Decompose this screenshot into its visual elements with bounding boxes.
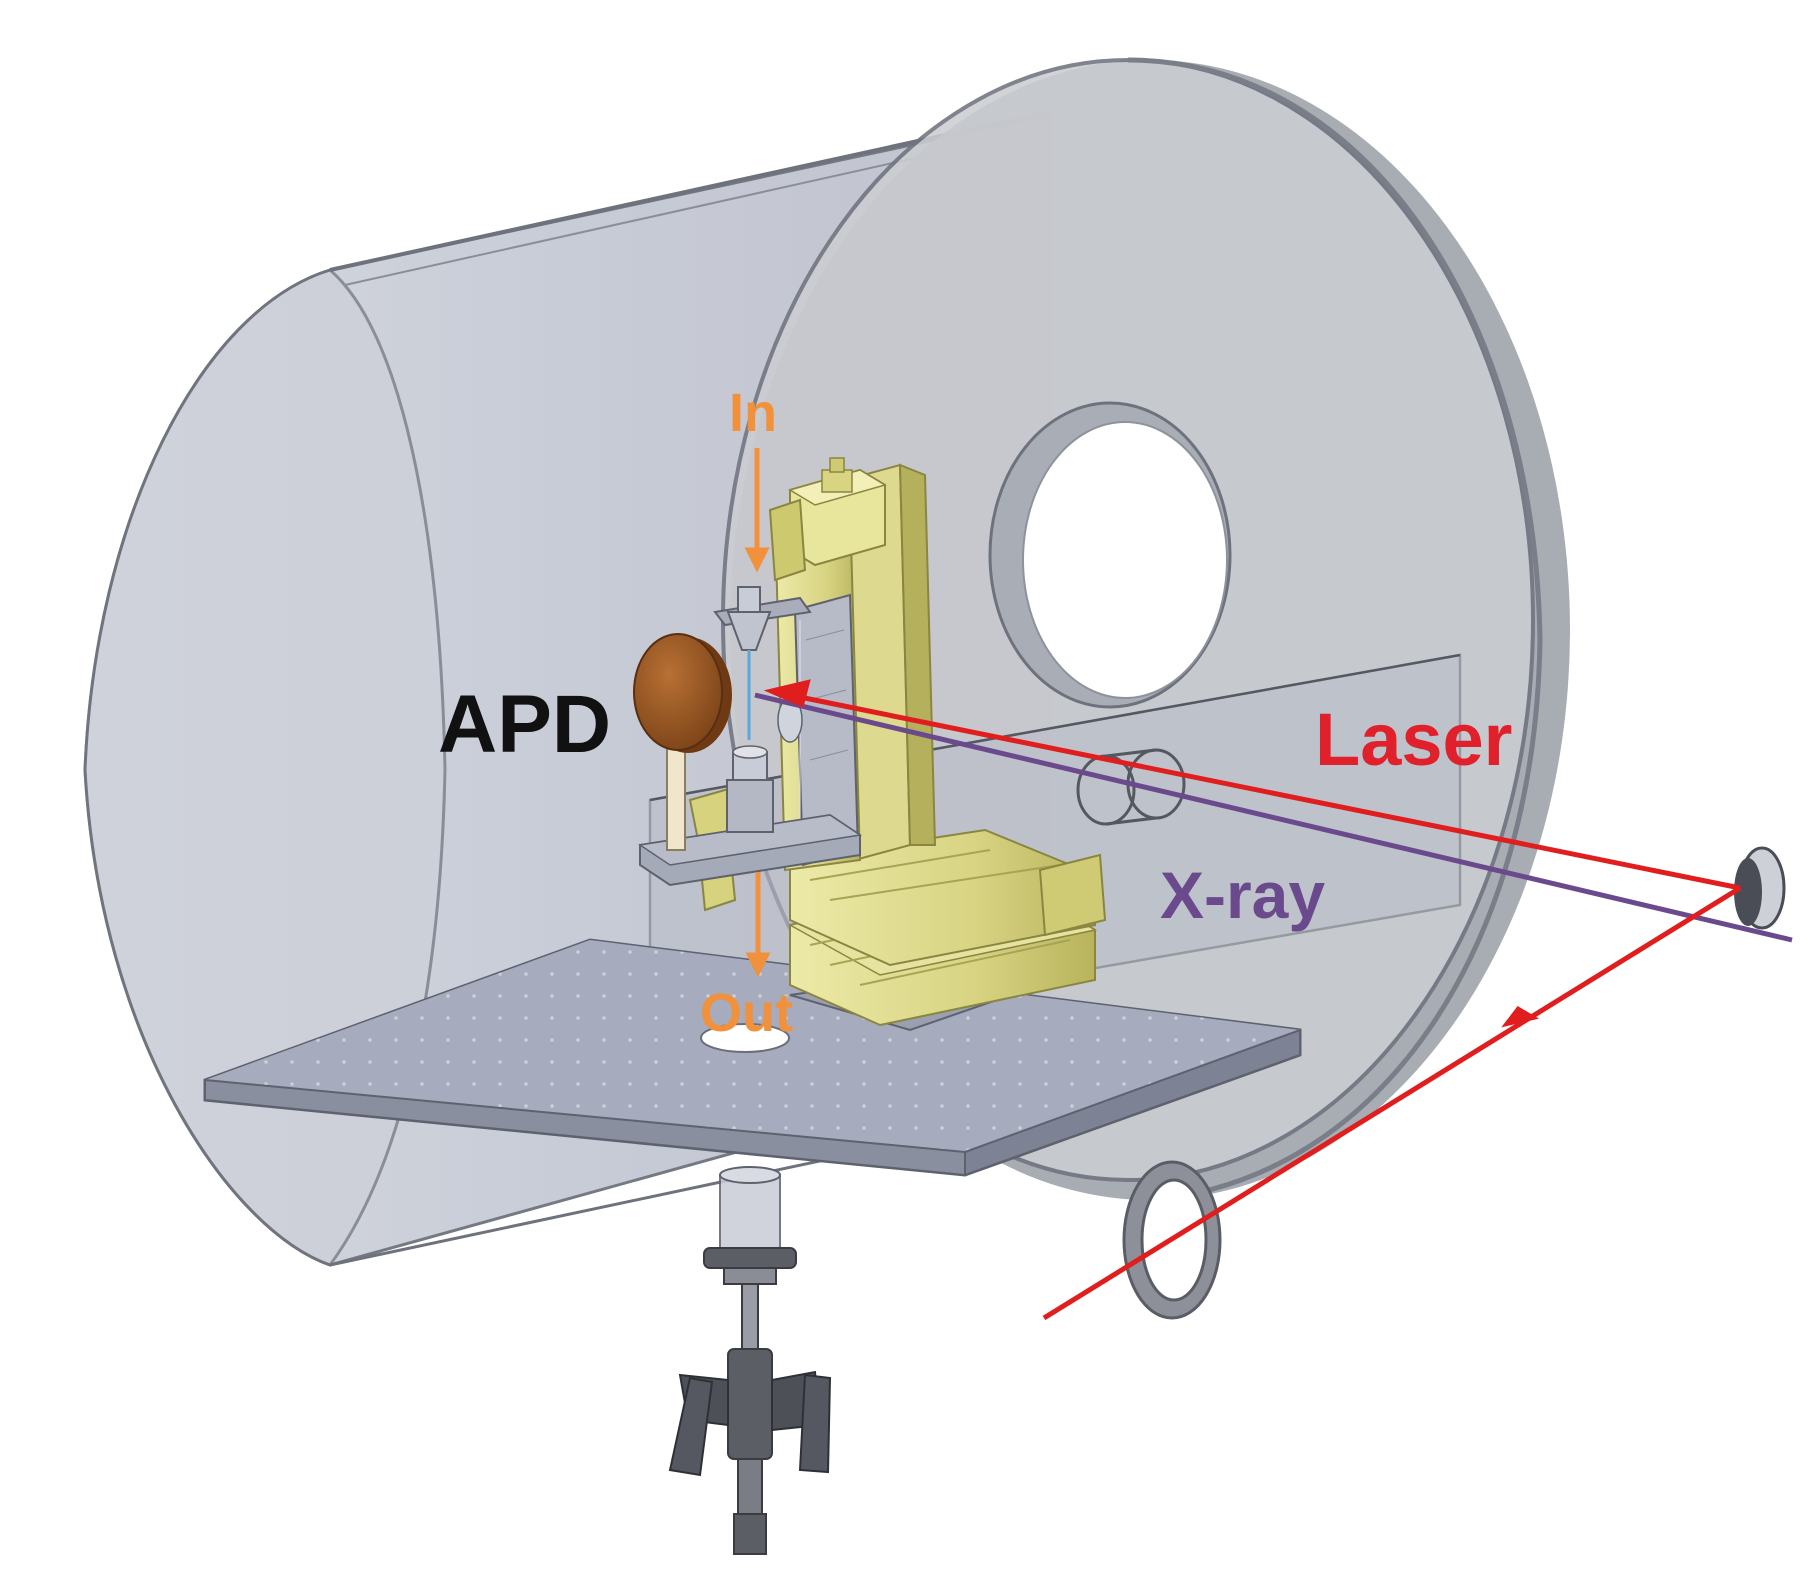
laser-beam: [763, 679, 1742, 1321]
xray-beam: [754, 692, 1793, 943]
apd-detector: [633, 633, 732, 851]
flow-in-label: In: [729, 383, 777, 443]
flange-window-port: [988, 401, 1232, 709]
optical-breadboard: [203, 938, 1302, 1177]
xray-label: X-ray: [1160, 858, 1326, 932]
steering-mirror: [1734, 846, 1786, 930]
sample-holder-bracket: [637, 586, 863, 887]
drain-valve-assembly: [668, 1166, 832, 1555]
apd-label: APD: [438, 679, 612, 770]
flow-out-label: Out: [700, 983, 793, 1043]
laser-label: Laser: [1315, 698, 1513, 781]
